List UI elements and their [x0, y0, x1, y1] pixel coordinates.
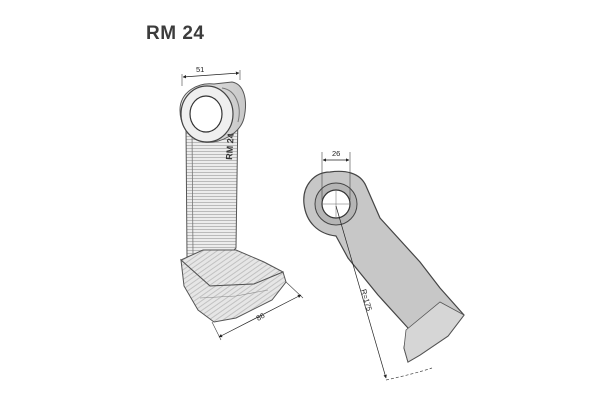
- page-title: RM 24: [146, 23, 205, 44]
- dimension-blade-width: 86: [255, 311, 267, 323]
- hammer-front-view: 26 R=175: [303, 149, 465, 381]
- shank-marking: RM 24: [224, 133, 236, 160]
- dimension-radius: R=175: [359, 288, 374, 312]
- dimension-hole: 26: [332, 149, 340, 158]
- dimension-top-width: 51: [196, 65, 204, 74]
- hammer-side-view: 51 RM 24 86: [179, 65, 304, 341]
